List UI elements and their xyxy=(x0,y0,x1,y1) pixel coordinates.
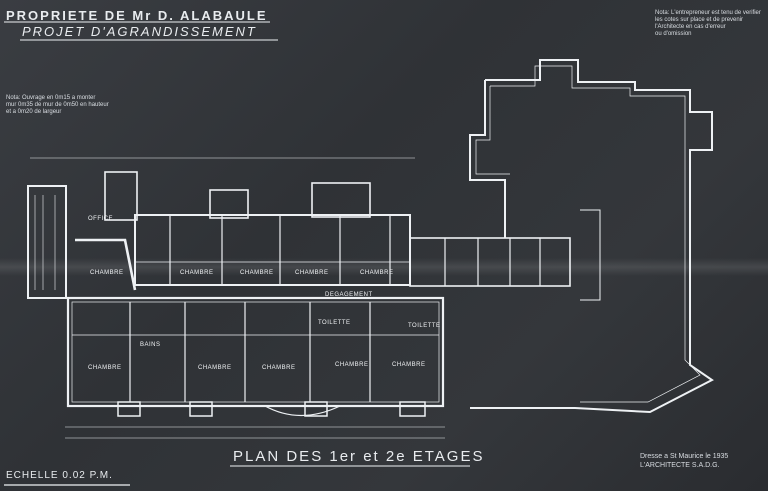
signature-line: Dresse a St Maurice le 1935 xyxy=(640,453,729,460)
signature-line: L'ARCHITECTE S.A.D.G. xyxy=(640,462,720,469)
room-label-chambre: CHAMBRE xyxy=(240,270,274,276)
room-label-chambre: CHAMBRE xyxy=(262,365,296,371)
room-label-chambre: CHAMBRE xyxy=(90,270,124,276)
room-label-toilette: TOILETTE xyxy=(408,323,441,329)
room-label-chambre: CHAMBRE xyxy=(180,270,214,276)
note-line: et a 0m20 de largeur xyxy=(6,109,62,115)
note-left: Nota: Ouvrage en 0m15 a monter mur 0m35 … xyxy=(6,95,109,116)
architect-signature: Dresse a St Maurice le 1935 L'ARCHITECTE… xyxy=(640,452,728,470)
room-label-chambre: CHAMBRE xyxy=(360,270,394,276)
room-label-office: OFFICE xyxy=(88,216,113,222)
note-line: Nota: Ouvrage en 0m15 a monter xyxy=(6,95,96,101)
room-label-degagement: DEGAGEMENT xyxy=(325,292,373,298)
note-line: l'Architecte en cas d'erreur xyxy=(655,24,726,30)
note-line: mur 0m35 de mur de 0m50 en hauteur xyxy=(6,102,109,108)
note-top-right: Nota: L'entrepreneur est tenu de verifie… xyxy=(655,10,761,38)
paper-fold xyxy=(0,258,768,276)
note-line: ou d'omission xyxy=(655,31,692,37)
room-label-chambre: CHAMBRE xyxy=(392,362,426,368)
room-label-toilette: TOILETTE xyxy=(318,320,351,326)
note-line: Nota: L'entrepreneur est tenu de verifie… xyxy=(655,10,761,16)
plan-title: PLAN DES 1er et 2e ETAGES xyxy=(233,448,485,465)
room-label-bains: BAINS xyxy=(140,342,161,348)
project-subtitle: PROJET D'AGRANDISSEMENT xyxy=(22,24,257,39)
room-label-chambre: CHAMBRE xyxy=(295,270,329,276)
scale-label: ECHELLE 0.02 P.M. xyxy=(6,470,113,481)
owner-title: PROPRIETE DE Mr D. ALABAULE xyxy=(6,8,268,23)
room-label-chambre: CHAMBRE xyxy=(335,362,369,368)
room-label-chambre: CHAMBRE xyxy=(88,365,122,371)
room-label-chambre: CHAMBRE xyxy=(198,365,232,371)
note-line: les cotes sur place et de prevenir xyxy=(655,17,744,23)
